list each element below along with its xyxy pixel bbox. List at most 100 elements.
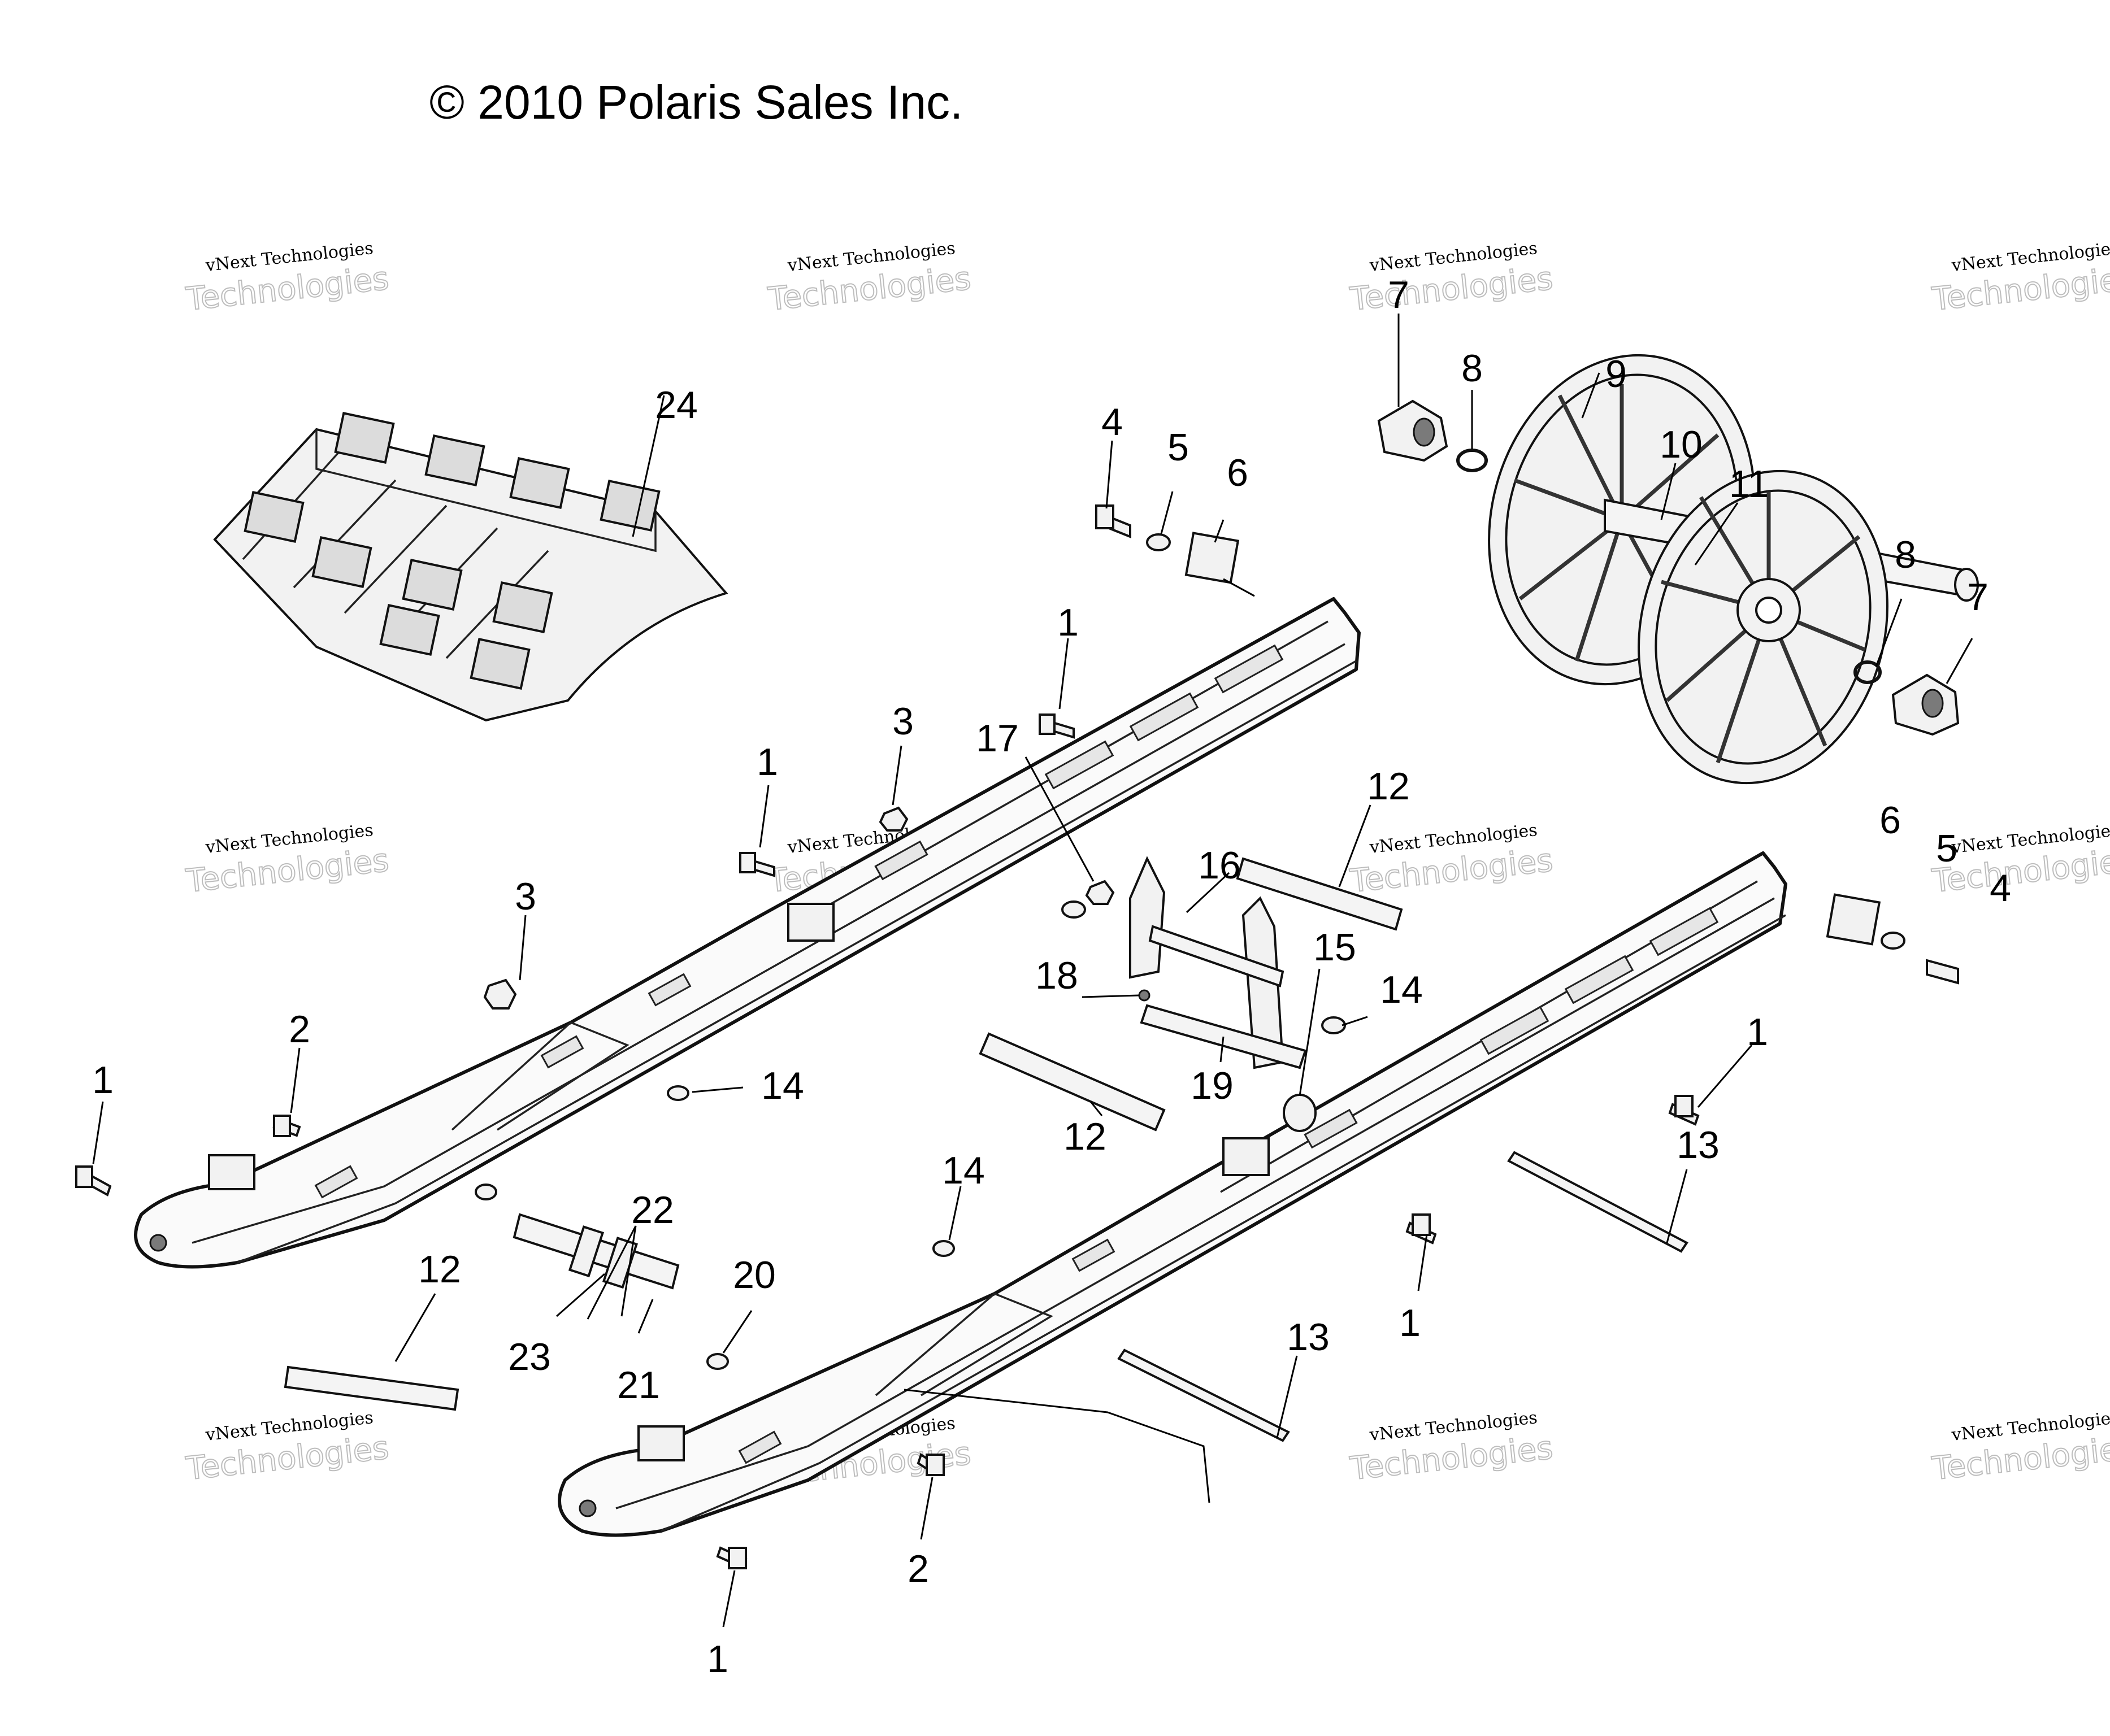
long-bolt-13-lower [1117, 1348, 1290, 1442]
bolt-1 [75, 1165, 112, 1197]
cap-plate-right [1826, 893, 1881, 946]
cross-shaft-12-lower [284, 1365, 459, 1411]
rail-slots [738, 907, 1719, 1464]
cap-plate-top [1184, 532, 1240, 584]
callout-7: 7 [1967, 576, 1989, 619]
callout-20: 20 [733, 1254, 776, 1296]
copyright-text: © 2010 Polaris Sales Inc. [429, 76, 963, 129]
rail-cap-parts [1095, 504, 1959, 985]
callout-14: 14 [761, 1064, 804, 1107]
callout-2: 2 [289, 1008, 310, 1051]
nut-3 [879, 806, 909, 832]
callout-1: 1 [757, 741, 778, 784]
leader-lines [92, 314, 1973, 1628]
cross-shafts [284, 857, 1688, 1442]
cross-shaft-12-middle [979, 1032, 1166, 1132]
watermark: vNext Technologies Technologies [184, 238, 392, 319]
callout-4: 4 [1990, 867, 2011, 910]
callout-11: 11 [1729, 463, 1769, 506]
callout-18: 18 [1035, 954, 1078, 997]
watermark: vNext Technologies Technologies [1930, 238, 2110, 319]
callout-17: 17 [976, 717, 1019, 760]
bolt-1 [716, 1546, 748, 1569]
callout-24: 24 [655, 384, 698, 427]
bolt-1 [739, 852, 775, 877]
rail-tip-bolt [149, 1234, 167, 1252]
watermark: vNext Technologies Technologies [1348, 1408, 1556, 1488]
callout-12: 12 [1063, 1115, 1106, 1158]
callout-5: 5 [1167, 426, 1189, 469]
callout-2: 2 [908, 1547, 929, 1590]
arm-plate-left [1129, 856, 1166, 979]
callout-14: 14 [942, 1149, 985, 1192]
callout-7: 7 [1388, 273, 1409, 316]
rail-bracket [1222, 1137, 1270, 1176]
spacer-part [1954, 568, 1979, 602]
callout-4: 4 [1101, 401, 1123, 443]
washer-part-top [1456, 449, 1488, 472]
cap-washer-right [1881, 932, 1905, 950]
nut-3 [483, 978, 517, 1010]
callout-6: 6 [1879, 799, 1901, 842]
upper-slide-rail [134, 597, 1361, 1269]
callout-14: 14 [1380, 968, 1423, 1011]
washer-14 [932, 1240, 955, 1257]
watermark: vNext Technologies Technologies [1348, 820, 1556, 900]
spring-rod [904, 1389, 1210, 1503]
callout-16: 16 [1198, 844, 1241, 887]
callout-12: 12 [418, 1248, 461, 1291]
callout-13: 13 [1287, 1316, 1330, 1359]
watermark: vNext Technologies Technologies [1930, 1408, 2110, 1488]
washer-14 [1321, 1016, 1346, 1034]
washer-14 [667, 1085, 689, 1101]
bolt-2 [272, 1115, 301, 1137]
nut-17 [1085, 880, 1115, 905]
callout-10: 10 [1660, 423, 1703, 466]
washer-20 [706, 1353, 729, 1370]
rail-tip-bracket [208, 1154, 255, 1190]
callout-1: 1 [1399, 1302, 1421, 1345]
rail-slots [314, 644, 1284, 1199]
callout-8: 8 [1895, 533, 1916, 576]
pivot-spacer-23 [568, 1225, 604, 1278]
watermark: vNext Technologies Technologies [184, 1408, 392, 1488]
bolt-1 [1668, 1095, 1700, 1126]
callout-1: 1 [707, 1638, 728, 1681]
bolt-2 [917, 1452, 945, 1477]
rail-tip-bracket [637, 1425, 685, 1461]
rail-bracket [787, 903, 835, 942]
idler-wheel-assembly [1488, 354, 1979, 785]
washer-14 [475, 1184, 497, 1200]
long-bolt-13-upper [1507, 1151, 1688, 1253]
callout-labels: 24 4 5 6 7 8 9 10 11 8 7 1 3 17 1 12 6 5… [92, 273, 2011, 1681]
callout-15: 15 [1313, 926, 1356, 969]
bolt-1 [1039, 713, 1075, 739]
fasteners [75, 713, 1700, 1569]
callout-3: 3 [515, 875, 536, 918]
callout-1: 1 [92, 1059, 114, 1102]
callout-21: 21 [617, 1364, 660, 1407]
watermark: vNext Technologies Technologies [1348, 238, 1556, 319]
callout-8: 8 [1461, 347, 1483, 390]
adapter-part-top [1377, 399, 1448, 462]
callout-1: 1 [1747, 1011, 1768, 1054]
callout-5: 5 [1936, 827, 1957, 870]
cap-washer-top [1146, 533, 1171, 551]
idler-adapter-parts [1377, 399, 1960, 736]
callout-19: 19 [1191, 1064, 1234, 1107]
callout-13: 13 [1677, 1124, 1720, 1167]
callout-22: 22 [631, 1189, 674, 1232]
callout-12: 12 [1367, 765, 1410, 808]
rail-tip-bolt [579, 1499, 597, 1517]
arm-bushing-15 [1283, 1094, 1317, 1132]
cross-shaft-12-upper [1236, 857, 1403, 931]
track-section-part [213, 412, 728, 722]
callout-3: 3 [892, 700, 914, 743]
grease-fitting-18 [1138, 989, 1150, 1002]
cap-bolt-right [1926, 959, 1959, 985]
callout-9: 9 [1605, 353, 1627, 395]
watermark: vNext Technologies Technologies [184, 820, 392, 900]
bolt-1 [1405, 1213, 1437, 1245]
